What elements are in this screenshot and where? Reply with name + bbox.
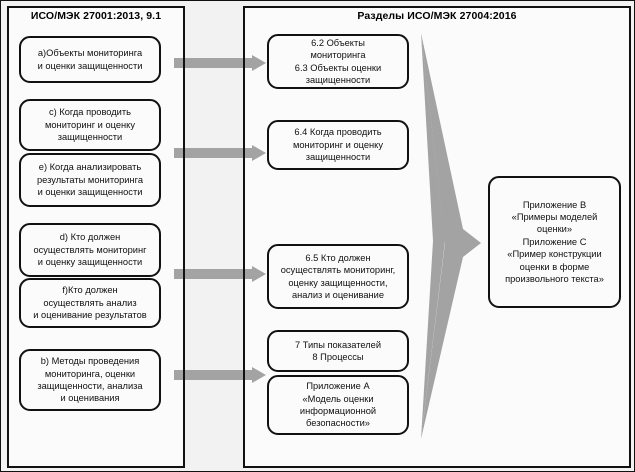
connector-arrow-4 xyxy=(174,367,266,383)
arrow-shaft xyxy=(174,269,252,279)
node-text: с) Когда проводить мониторинг и оценку з… xyxy=(45,107,135,143)
big-arrow-icon xyxy=(419,33,481,439)
node-clause-6-4[interactable]: 6.4 Когда проводить мониторинг и оценку … xyxy=(267,120,409,170)
connector-arrow-2 xyxy=(174,145,266,161)
node-requirement-b[interactable]: b) Методы проведения мониторинга, оценки… xyxy=(19,349,161,411)
node-text: a)Объекты мониторинга и оценки защищенно… xyxy=(37,48,143,71)
node-annex-a[interactable]: Приложение А «Модель оценки информационн… xyxy=(267,375,409,435)
arrow-head xyxy=(252,145,266,161)
node-text: f)Кто должен осуществлять анализ и оцени… xyxy=(33,285,147,321)
arrow-shaft xyxy=(174,58,252,68)
panel-left-edge xyxy=(183,6,185,468)
node-clause-6-5[interactable]: 6.5 Кто должен осуществлять мониторинг, … xyxy=(267,244,409,309)
node-annex-b-c[interactable]: Приложение В «Примеры моделей оценки» Пр… xyxy=(488,176,621,308)
node-requirement-e[interactable]: е) Когда анализировать результаты монито… xyxy=(19,153,161,207)
node-text: d) Кто должен осуществлять мониторинг и … xyxy=(33,232,147,268)
node-clause-7-8[interactable]: 7 Типы показателей 8 Процессы xyxy=(267,330,409,372)
arrow-head xyxy=(252,55,266,71)
arrow-head xyxy=(252,266,266,282)
connector-arrow-3 xyxy=(174,266,266,282)
arrow-shaft xyxy=(174,148,252,158)
panel-right-edge xyxy=(243,6,245,468)
node-text: е) Когда анализировать результаты монито… xyxy=(37,162,143,198)
node-requirement-a[interactable]: a)Объекты мониторинга и оценки защищенно… xyxy=(19,36,161,83)
node-clause-6-2-6-3[interactable]: 6.2 Объекты мониторинга 6.3 Объекты оцен… xyxy=(267,34,409,89)
node-text: 6.2 Объекты мониторинга 6.3 Объекты оцен… xyxy=(294,37,382,85)
panel-title-iso27004: Разделы ИСО/МЭК 27004:2016 xyxy=(357,10,517,22)
arrow-head xyxy=(252,367,266,383)
node-requirement-d[interactable]: d) Кто должен осуществлять мониторинг и … xyxy=(19,223,161,277)
node-text: Приложение А «Модель оценки информационн… xyxy=(299,381,377,429)
node-requirement-f[interactable]: f)Кто должен осуществлять анализ и оцени… xyxy=(19,278,161,328)
node-requirement-c[interactable]: с) Когда проводить мониторинг и оценку з… xyxy=(19,99,161,151)
panel-title-iso27001: ИСО/МЭК 27001:2013, 9.1 xyxy=(30,10,162,22)
arrow-shaft xyxy=(174,370,252,380)
connector-arrow-1 xyxy=(174,55,266,71)
node-text: 7 Типы показателей 8 Процессы xyxy=(294,339,382,362)
node-text: b) Методы проведения мониторинга, оценки… xyxy=(37,356,143,404)
node-text: 6.4 Когда проводить мониторинг и оценку … xyxy=(293,127,383,163)
node-text: Приложение В «Примеры моделей оценки» Пр… xyxy=(505,199,604,285)
node-text: 6.5 Кто должен осуществлять мониторинг, … xyxy=(280,252,396,300)
